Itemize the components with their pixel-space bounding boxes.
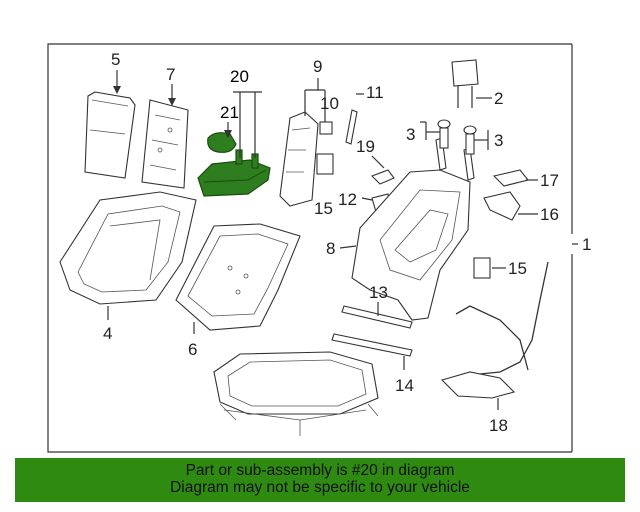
diagram-frame	[47, 43, 572, 453]
callout-3-left: 3	[406, 125, 415, 144]
callout-12: 12	[338, 190, 357, 209]
callout-19: 19	[356, 137, 375, 156]
part-3-guides	[437, 119, 477, 155]
banner-line-1: Part or sub-assembly is #20 in diagram	[185, 462, 455, 479]
callout-3-right: 3	[494, 131, 503, 150]
part-17-bracket	[492, 169, 529, 187]
info-banner: Part or sub-assembly is #20 in diagram D…	[15, 458, 625, 502]
callout-13: 13	[369, 283, 388, 302]
part-13-rod	[341, 305, 413, 329]
callout-4: 4	[103, 324, 112, 343]
part-21-armrest-cover	[207, 132, 237, 153]
part-18-cable	[440, 261, 549, 399]
part-15-clip-lower	[473, 257, 491, 279]
part-4-seatback-cushion	[59, 191, 197, 305]
leader-8	[339, 245, 357, 249]
part-5-seatback-pad	[84, 91, 136, 179]
part-8-seatback-frame	[351, 137, 475, 321]
callout-20: 20	[230, 67, 249, 86]
callout-10: 10	[320, 94, 339, 113]
seat-cushion	[213, 351, 379, 436]
callout-18: 18	[489, 416, 508, 435]
part-2-headrest	[451, 59, 479, 108]
callout-15-lower: 15	[508, 259, 527, 278]
arrow-7	[168, 98, 176, 106]
part-6-seatback-rear	[175, 223, 301, 331]
part-11-rod	[345, 109, 358, 145]
part-19-bezel	[371, 169, 395, 185]
part-7-back-panel	[141, 99, 189, 189]
part-14-rod	[331, 333, 413, 357]
banner-line-2: Diagram may not be specific to your vehi…	[170, 479, 470, 496]
callout-16: 16	[540, 205, 559, 224]
callout-1: 1	[582, 235, 591, 254]
callout-6: 6	[188, 340, 197, 359]
callout-2: 2	[494, 89, 503, 108]
callout-15-upper: 15	[314, 199, 333, 218]
part-16-bracket	[483, 191, 521, 221]
parts-diagram: 1 2 3 3 4 5 6 7 8 9 10 11 12 13 14 15 15…	[47, 43, 591, 453]
callout-17: 17	[540, 171, 559, 190]
callout-8: 8	[326, 239, 335, 258]
part-15-clip-upper	[316, 153, 334, 175]
callout-9: 9	[313, 57, 322, 76]
leader-12	[361, 197, 373, 201]
callout-21: 21	[220, 103, 239, 122]
arrow-5	[113, 86, 121, 94]
callout-14: 14	[395, 376, 414, 395]
arrow-21	[224, 130, 232, 138]
leader-19	[371, 155, 385, 169]
callout-11: 11	[366, 83, 384, 102]
callout-5: 5	[111, 50, 120, 69]
callout-7: 7	[166, 65, 175, 84]
part-20-armrest-assembly	[197, 149, 271, 197]
